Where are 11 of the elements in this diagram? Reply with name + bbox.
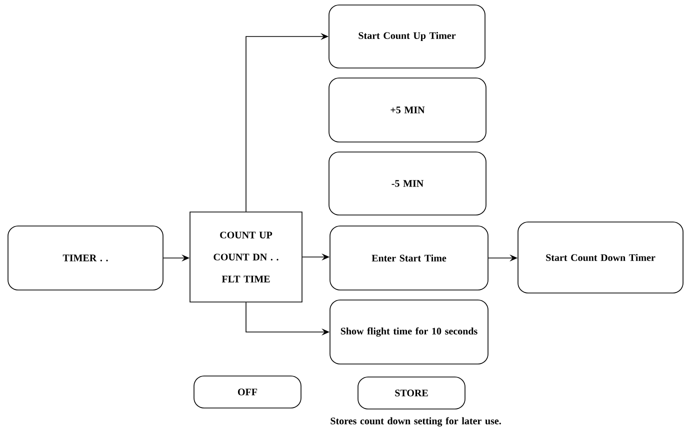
button-box: OFF — [194, 376, 302, 408]
rounded-box: Show flight time for 10 seconds — [330, 300, 488, 364]
note-text: Stores count down setting for later use. — [330, 417, 501, 426]
rounded-box: +5 MIN — [328, 78, 486, 142]
rounded-box: Enter Start Time — [330, 226, 488, 290]
rounded-box: -5 MIN — [328, 152, 486, 216]
rounded-box: Start Count Up Timer — [328, 4, 486, 68]
rounded-box: Start Count Down Timer — [518, 222, 684, 294]
button-box: STORE — [358, 376, 466, 410]
menu-box: COUNT UP COUNT DN . . FLT TIME — [190, 212, 302, 302]
rounded-box: TIMER . . — [8, 226, 164, 290]
